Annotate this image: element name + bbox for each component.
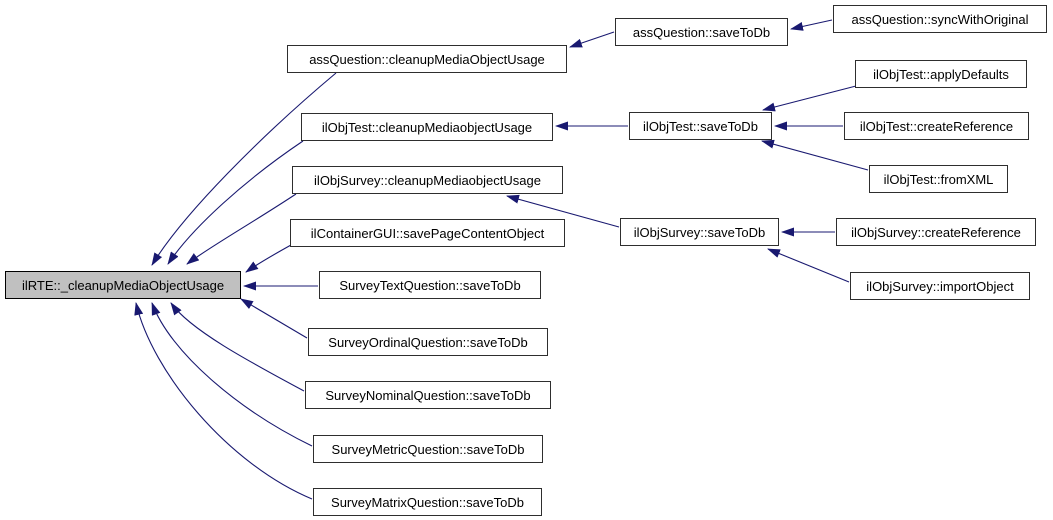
edge-ilobjsurvey-cleanupmediaobjectusage-to-ilrte (186, 193, 297, 265)
node-ilobjtest-cleanup-mediaobject-usage[interactable]: ilObjTest::cleanupMediaobjectUsage (301, 113, 553, 141)
edge-ilcontainergui-savepagecontentobject-to-ilrte (245, 244, 292, 273)
edge-surveymetricquestion-savetodb-to-ilrte (151, 302, 313, 447)
node-ilcontainergui-save-page-content-object[interactable]: ilContainerGUI::savePageContentObject (290, 219, 565, 247)
edge-ilobjtest-cleanupmediaobjectusage-to-ilrte (167, 140, 304, 265)
node-ilobjtest-create-reference[interactable]: ilObjTest::createReference (844, 112, 1029, 140)
edge-surveyordinalquestion-savetodb-to-ilrte (240, 298, 308, 339)
node-surveymetricquestion-save-to-db[interactable]: SurveyMetricQuestion::saveToDb (313, 435, 543, 463)
node-ilobjsurvey-import-object[interactable]: ilObjSurvey::importObject (850, 272, 1030, 300)
node-assquestion-save-to-db[interactable]: assQuestion::saveToDb (615, 18, 788, 46)
node-ilobjtest-apply-defaults[interactable]: ilObjTest::applyDefaults (855, 60, 1027, 88)
node-ilobjtest-save-to-db[interactable]: ilObjTest::saveToDb (629, 112, 772, 140)
node-ilobjsurvey-save-to-db[interactable]: ilObjSurvey::saveToDb (620, 218, 779, 246)
edge-surveynominalquestion-savetodb-to-ilrte (170, 302, 305, 392)
node-ilrte-cleanup-media-object-usage: ilRTE::_cleanupMediaObjectUsage (5, 271, 241, 299)
node-surveytextquestion-save-to-db[interactable]: SurveyTextQuestion::saveToDb (319, 271, 541, 299)
edge-surveymatrixquestion-savetodb-to-ilrte (134, 302, 313, 500)
edge-ilobjtest-applydefaults-to-ilobjtest-savetodb (762, 85, 857, 112)
node-surveymatrixquestion-save-to-db[interactable]: SurveyMatrixQuestion::saveToDb (313, 488, 542, 516)
node-assquestion-sync-with-original[interactable]: assQuestion::syncWithOriginal (833, 5, 1047, 33)
edge-assquestion-savetodb-to-assquestion-cleanup (569, 31, 615, 48)
edge-ilobjtest-fromxml-to-ilobjtest-savetodb (761, 139, 869, 171)
node-surveynominalquestion-save-to-db[interactable]: SurveyNominalQuestion::saveToDb (305, 381, 551, 409)
node-ilobjtest-from-xml[interactable]: ilObjTest::fromXML (869, 165, 1008, 193)
node-ilobjsurvey-create-reference[interactable]: ilObjSurvey::createReference (836, 218, 1036, 246)
node-surveyordinalquestion-save-to-db[interactable]: SurveyOrdinalQuestion::saveToDb (308, 328, 548, 356)
edge-ilobjsurvey-importobject-to-ilobjsurvey-savetodb (767, 248, 850, 283)
edge-assquestion-syncwithoriginal-to-assquestion-savetodb (790, 19, 833, 31)
node-ilobjsurvey-cleanup-mediaobject-usage[interactable]: ilObjSurvey::cleanupMediaobjectUsage (292, 166, 563, 194)
node-assquestion-cleanup-media-object-usage[interactable]: assQuestion::cleanupMediaObjectUsage (287, 45, 567, 73)
